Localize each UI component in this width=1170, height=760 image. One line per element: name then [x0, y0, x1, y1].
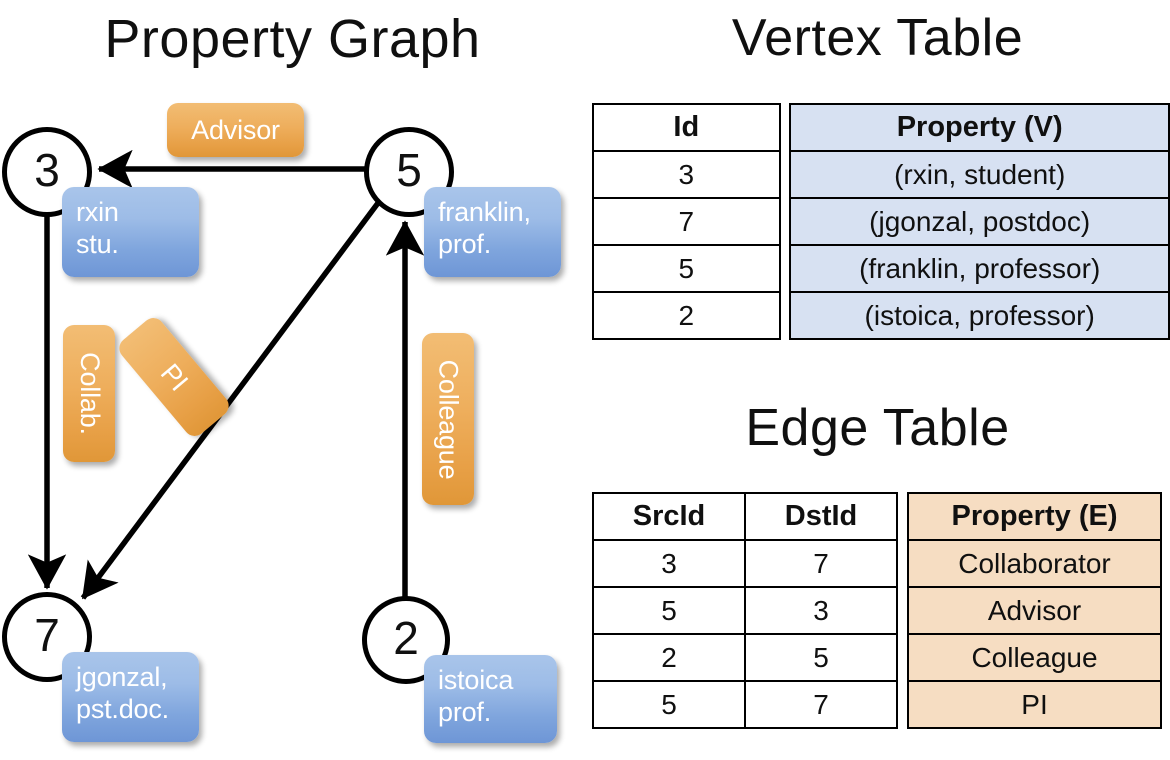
edge-table-header-property: Property (E): [907, 492, 1162, 541]
vertex-table: Id Property (V) 3 (rxin, student) 7 (jgo…: [592, 103, 1170, 340]
edge-table-cell-srcid: 5: [592, 680, 746, 729]
vertex-node-2-label: 2: [393, 612, 419, 664]
vertex-node-2[interactable]: 2: [362, 596, 450, 684]
vertex-property-7-line1: jgonzal,: [76, 662, 168, 692]
table-row: 2 (istoica, professor): [592, 291, 1170, 340]
vertex-table-cell-id: 7: [592, 197, 781, 246]
edge-table-header-srcid: SrcId: [592, 492, 746, 541]
edge-table: SrcId DstId Property (E) 3 7 Collaborato…: [592, 492, 1162, 729]
edge-label-advisor: Advisor: [167, 103, 304, 157]
edge-label-pi-text: PI: [154, 357, 194, 396]
edge-table-cell-property: Advisor: [907, 586, 1162, 635]
vertex-node-5-label: 5: [396, 144, 422, 196]
column-gap: [780, 104, 791, 151]
edge-table-cell-dstid: 7: [744, 680, 898, 729]
page-title-edge-table: Edge Table: [745, 399, 1010, 457]
table-row: 3 7 Collaborator: [592, 539, 1162, 588]
vertex-property-2-line2: prof.: [438, 696, 492, 727]
vertex-property-box-7: jgonzal, pst.doc.: [62, 652, 199, 742]
table-row: 5 (franklin, professor): [592, 244, 1170, 293]
column-gap: [780, 292, 791, 339]
page-title-vertex-table: Vertex Table: [731, 9, 1024, 67]
column-gap: [897, 634, 908, 681]
vertex-node-5[interactable]: 5: [364, 127, 454, 217]
edge-table-cell-dstid: 7: [744, 539, 898, 588]
table-row: 7 (jgonzal, postdoc): [592, 197, 1170, 246]
edge-label-advisor-text: Advisor: [191, 114, 280, 145]
table-header-row: SrcId DstId Property (E): [592, 492, 1162, 541]
vertex-node-3-label: 3: [34, 144, 60, 196]
property-graph-diagram: 3 5 7 2 rxin stu. franklin, prof. jgonza…: [2, 103, 561, 743]
column-gap: [897, 681, 908, 728]
edge-table-cell-srcid: 5: [592, 586, 746, 635]
column-gap: [780, 198, 791, 245]
vertex-property-box-3: rxin stu.: [62, 187, 199, 277]
column-gap: [780, 151, 791, 198]
column-gap: [897, 493, 908, 540]
vertex-property-box-2: istoica prof.: [424, 655, 557, 743]
vertex-table-cell-id: 2: [592, 291, 781, 340]
vertex-table-header-id: Id: [592, 103, 781, 152]
edge-label-colleague: Colleague: [422, 333, 474, 505]
column-gap: [780, 245, 791, 292]
vertex-table-cell-id: 3: [592, 150, 781, 199]
edge-table-cell-dstid: 3: [744, 586, 898, 635]
column-gap: [897, 587, 908, 634]
edge-table-header-dstid: DstId: [744, 492, 898, 541]
edge-table-cell-srcid: 3: [592, 539, 746, 588]
graph-edge-lines: [27, 149, 425, 600]
page-title-property-graph: Property Graph: [104, 9, 481, 69]
table-row: 2 5 Colleague: [592, 633, 1162, 682]
edge-table-cell-property: Colleague: [907, 633, 1162, 682]
vertex-property-7-line2: pst.doc.: [76, 693, 169, 724]
vertex-property-3-line2: stu.: [76, 228, 119, 259]
edge-label-collab-text: Collab.: [74, 352, 105, 435]
edge-label-colleague-text: Colleague: [433, 359, 464, 479]
table-row: 5 3 Advisor: [592, 586, 1162, 635]
vertex-table-cell-property: (rxin, student): [789, 150, 1170, 199]
edge-table-cell-property: PI: [907, 680, 1162, 729]
table-row: 3 (rxin, student): [592, 150, 1170, 199]
vertex-table-cell-property: (franklin, professor): [789, 244, 1170, 293]
vertex-property-3-line1: rxin: [76, 197, 119, 227]
column-gap: [897, 540, 908, 587]
vertex-property-5-line2: prof.: [438, 228, 492, 259]
vertex-table-cell-property: (istoica, professor): [789, 291, 1170, 340]
vertex-table-cell-id: 5: [592, 244, 781, 293]
edge-line-pi: [80, 201, 381, 600]
edge-table-cell-property: Collaborator: [907, 539, 1162, 588]
vertex-property-5-line1: franklin,: [438, 197, 531, 227]
edge-table-cell-srcid: 2: [592, 633, 746, 682]
table-row: 5 7 PI: [592, 680, 1162, 729]
edge-label-collab: Collab.: [63, 325, 115, 462]
table-header-row: Id Property (V): [592, 103, 1170, 152]
vertex-table-header-property: Property (V): [789, 103, 1170, 152]
vertex-property-2-line1: istoica: [438, 665, 514, 695]
edge-table-cell-dstid: 5: [744, 633, 898, 682]
vertex-property-box-5: franklin, prof.: [424, 187, 561, 277]
vertex-table-cell-property: (jgonzal, postdoc): [789, 197, 1170, 246]
vertex-node-7-label: 7: [34, 609, 60, 661]
